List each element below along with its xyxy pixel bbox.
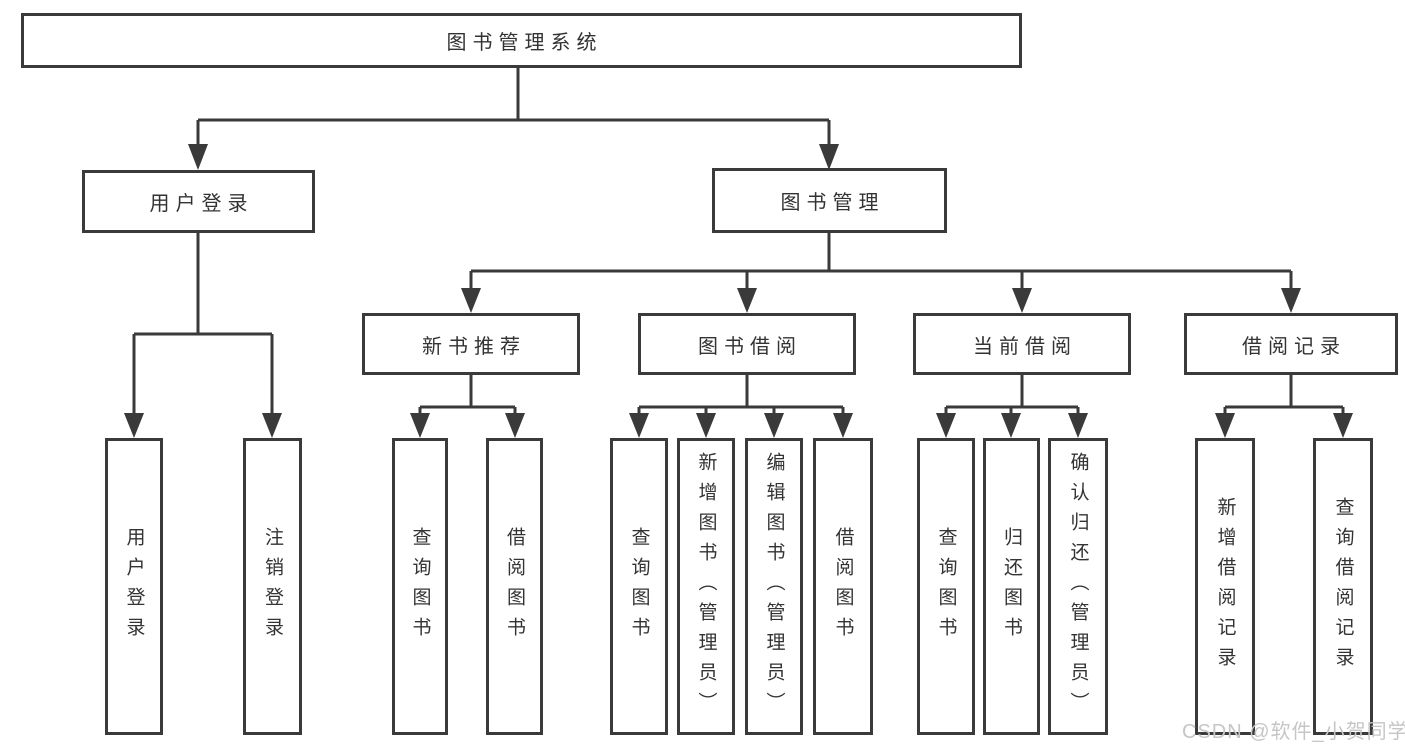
leaf-query-books-borrowing-label: 查询图书 [628,526,650,647]
node-new-book-recommend-label: 新书推荐 [422,335,526,358]
arrow-down-icon [1215,413,1235,438]
leaf-edit-book-admin: 编辑图书（管理员） [745,438,803,735]
arrow-down-icon [262,413,282,438]
leaf-confirm-return-admin-label: 确认归还（管理员） [1067,451,1089,722]
arrow-down-icon [1333,413,1353,438]
leaf-add-borrow-record: 新增借阅记录 [1195,438,1255,735]
arrow-down-icon [410,413,430,438]
node-borrowing-records-label: 借阅记录 [1242,335,1346,358]
leaf-query-books-recommend: 查询图书 [392,438,448,735]
node-user-login-label: 用户登录 [149,193,254,215]
arrow-down-icon [696,413,716,438]
node-book-borrowing: 图书借阅 [638,313,856,375]
leaf-user-login-label: 用户登录 [123,526,145,647]
leaf-logout-label: 注销登录 [262,526,283,647]
node-current-borrowing-label: 当前借阅 [973,335,1077,358]
leaf-add-book-admin-label: 新增图书（管理员） [695,451,717,722]
arrow-down-icon [461,288,481,313]
leaf-borrow-books-borrowing-label: 借阅图书 [832,526,854,647]
leaf-borrow-books-recommend-label: 借阅图书 [504,526,525,647]
node-new-book-recommend: 新书推荐 [362,313,580,375]
node-root-label: 图书管理系统 [446,32,603,54]
node-book-borrowing-label: 图书借阅 [698,335,802,358]
leaf-query-books-current: 查询图书 [917,438,975,735]
leaf-query-borrow-record: 查询借阅记录 [1313,438,1373,735]
node-root: 图书管理系统 [21,13,1022,68]
leaf-borrow-books-borrowing: 借阅图书 [813,438,873,735]
leaf-return-book-label: 归还图书 [1001,526,1022,647]
arrow-down-icon [1068,413,1088,438]
arrow-down-icon [764,413,784,438]
leaf-add-borrow-record-label: 新增借阅记录 [1214,496,1236,677]
leaf-confirm-return-admin: 确认归还（管理员） [1048,438,1108,735]
leaf-edit-book-admin-label: 编辑图书（管理员） [763,451,785,722]
leaf-return-book: 归还图书 [983,438,1040,735]
leaf-logout: 注销登录 [243,438,302,735]
csdn-watermark: CSDN @软件_小贺同学 [1182,721,1405,743]
arrow-down-icon [188,144,208,170]
leaf-add-book-admin: 新增图书（管理员） [677,438,735,735]
arrow-down-icon [936,413,956,438]
node-user-login: 用户登录 [82,170,315,233]
leaf-query-books-recommend-label: 查询图书 [409,526,431,647]
node-book-management-label: 图书管理 [780,192,885,214]
arrow-down-icon [505,413,525,438]
arrow-down-icon [1012,288,1032,313]
leaf-query-borrow-record-label: 查询借阅记录 [1332,496,1354,677]
node-book-management: 图书管理 [712,168,947,233]
arrow-down-icon [124,413,144,438]
node-borrowing-records: 借阅记录 [1184,313,1398,375]
leaf-query-books-borrowing: 查询图书 [610,438,668,735]
arrow-down-icon [833,413,853,438]
leaf-query-books-current-label: 查询图书 [935,526,957,647]
leaf-user-login: 用户登录 [105,438,163,735]
leaf-borrow-books-recommend: 借阅图书 [486,438,543,735]
node-current-borrowing: 当前借阅 [913,313,1131,375]
arrow-down-icon [737,288,757,313]
arrow-down-icon [819,144,839,170]
arrow-down-icon [1001,413,1021,438]
arrow-down-icon [1281,288,1301,313]
arrow-down-icon [629,413,649,438]
